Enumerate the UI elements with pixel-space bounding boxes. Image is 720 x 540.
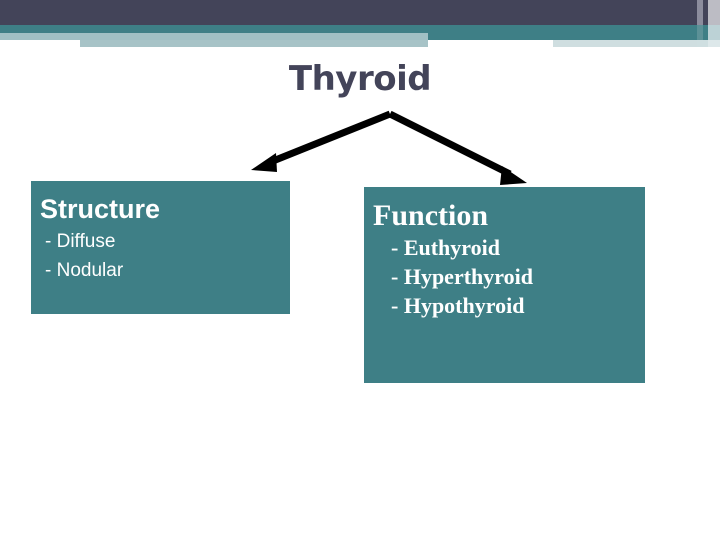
- banner-bar-teal-right: [428, 25, 697, 40]
- banner-bar-lightblue-upper: [0, 33, 428, 40]
- structure-heading: Structure: [40, 194, 161, 224]
- banner-bar-teal-left: [0, 25, 428, 33]
- arrow-to-structure-icon: [251, 110, 392, 172]
- function-item-hyperthyroid: - Hyperthyroid: [391, 264, 533, 289]
- banner-bar-pale-cap-c: [708, 40, 720, 47]
- banner-bar-pale-cap: [708, 25, 720, 40]
- banner-bar-teal-cap: [697, 25, 703, 40]
- page-title: Thyroid: [288, 59, 432, 99]
- structure-box: Structure - Diffuse - Nodular: [31, 181, 290, 314]
- function-box: Function - Euthyroid - Hyperthyroid - Hy…: [364, 187, 645, 383]
- structure-item-nodular: - Nodular: [45, 260, 124, 281]
- banner-bar-white-gap: [428, 40, 553, 47]
- banner-bar-dark-stripe: [703, 0, 708, 25]
- banner-bar-pale-cap-b: [697, 40, 708, 47]
- top-banner: [0, 0, 720, 50]
- arrow-to-function-icon: [388, 110, 527, 185]
- banner-bar-gray-stripe: [697, 0, 703, 25]
- structure-item-diffuse: - Diffuse: [45, 231, 116, 252]
- function-item-euthyroid: - Euthyroid: [391, 235, 501, 260]
- function-heading: Function: [373, 199, 489, 232]
- banner-bar-teal-cap-2: [703, 25, 708, 40]
- function-item-hypothyroid: - Hypothyroid: [391, 293, 525, 318]
- banner-bar-lightblue-lower: [80, 40, 697, 47]
- banner-bar-light-gray: [708, 0, 720, 25]
- banner-bar-dark-main: [0, 0, 697, 25]
- banner-bar-pale-tail: [553, 40, 697, 47]
